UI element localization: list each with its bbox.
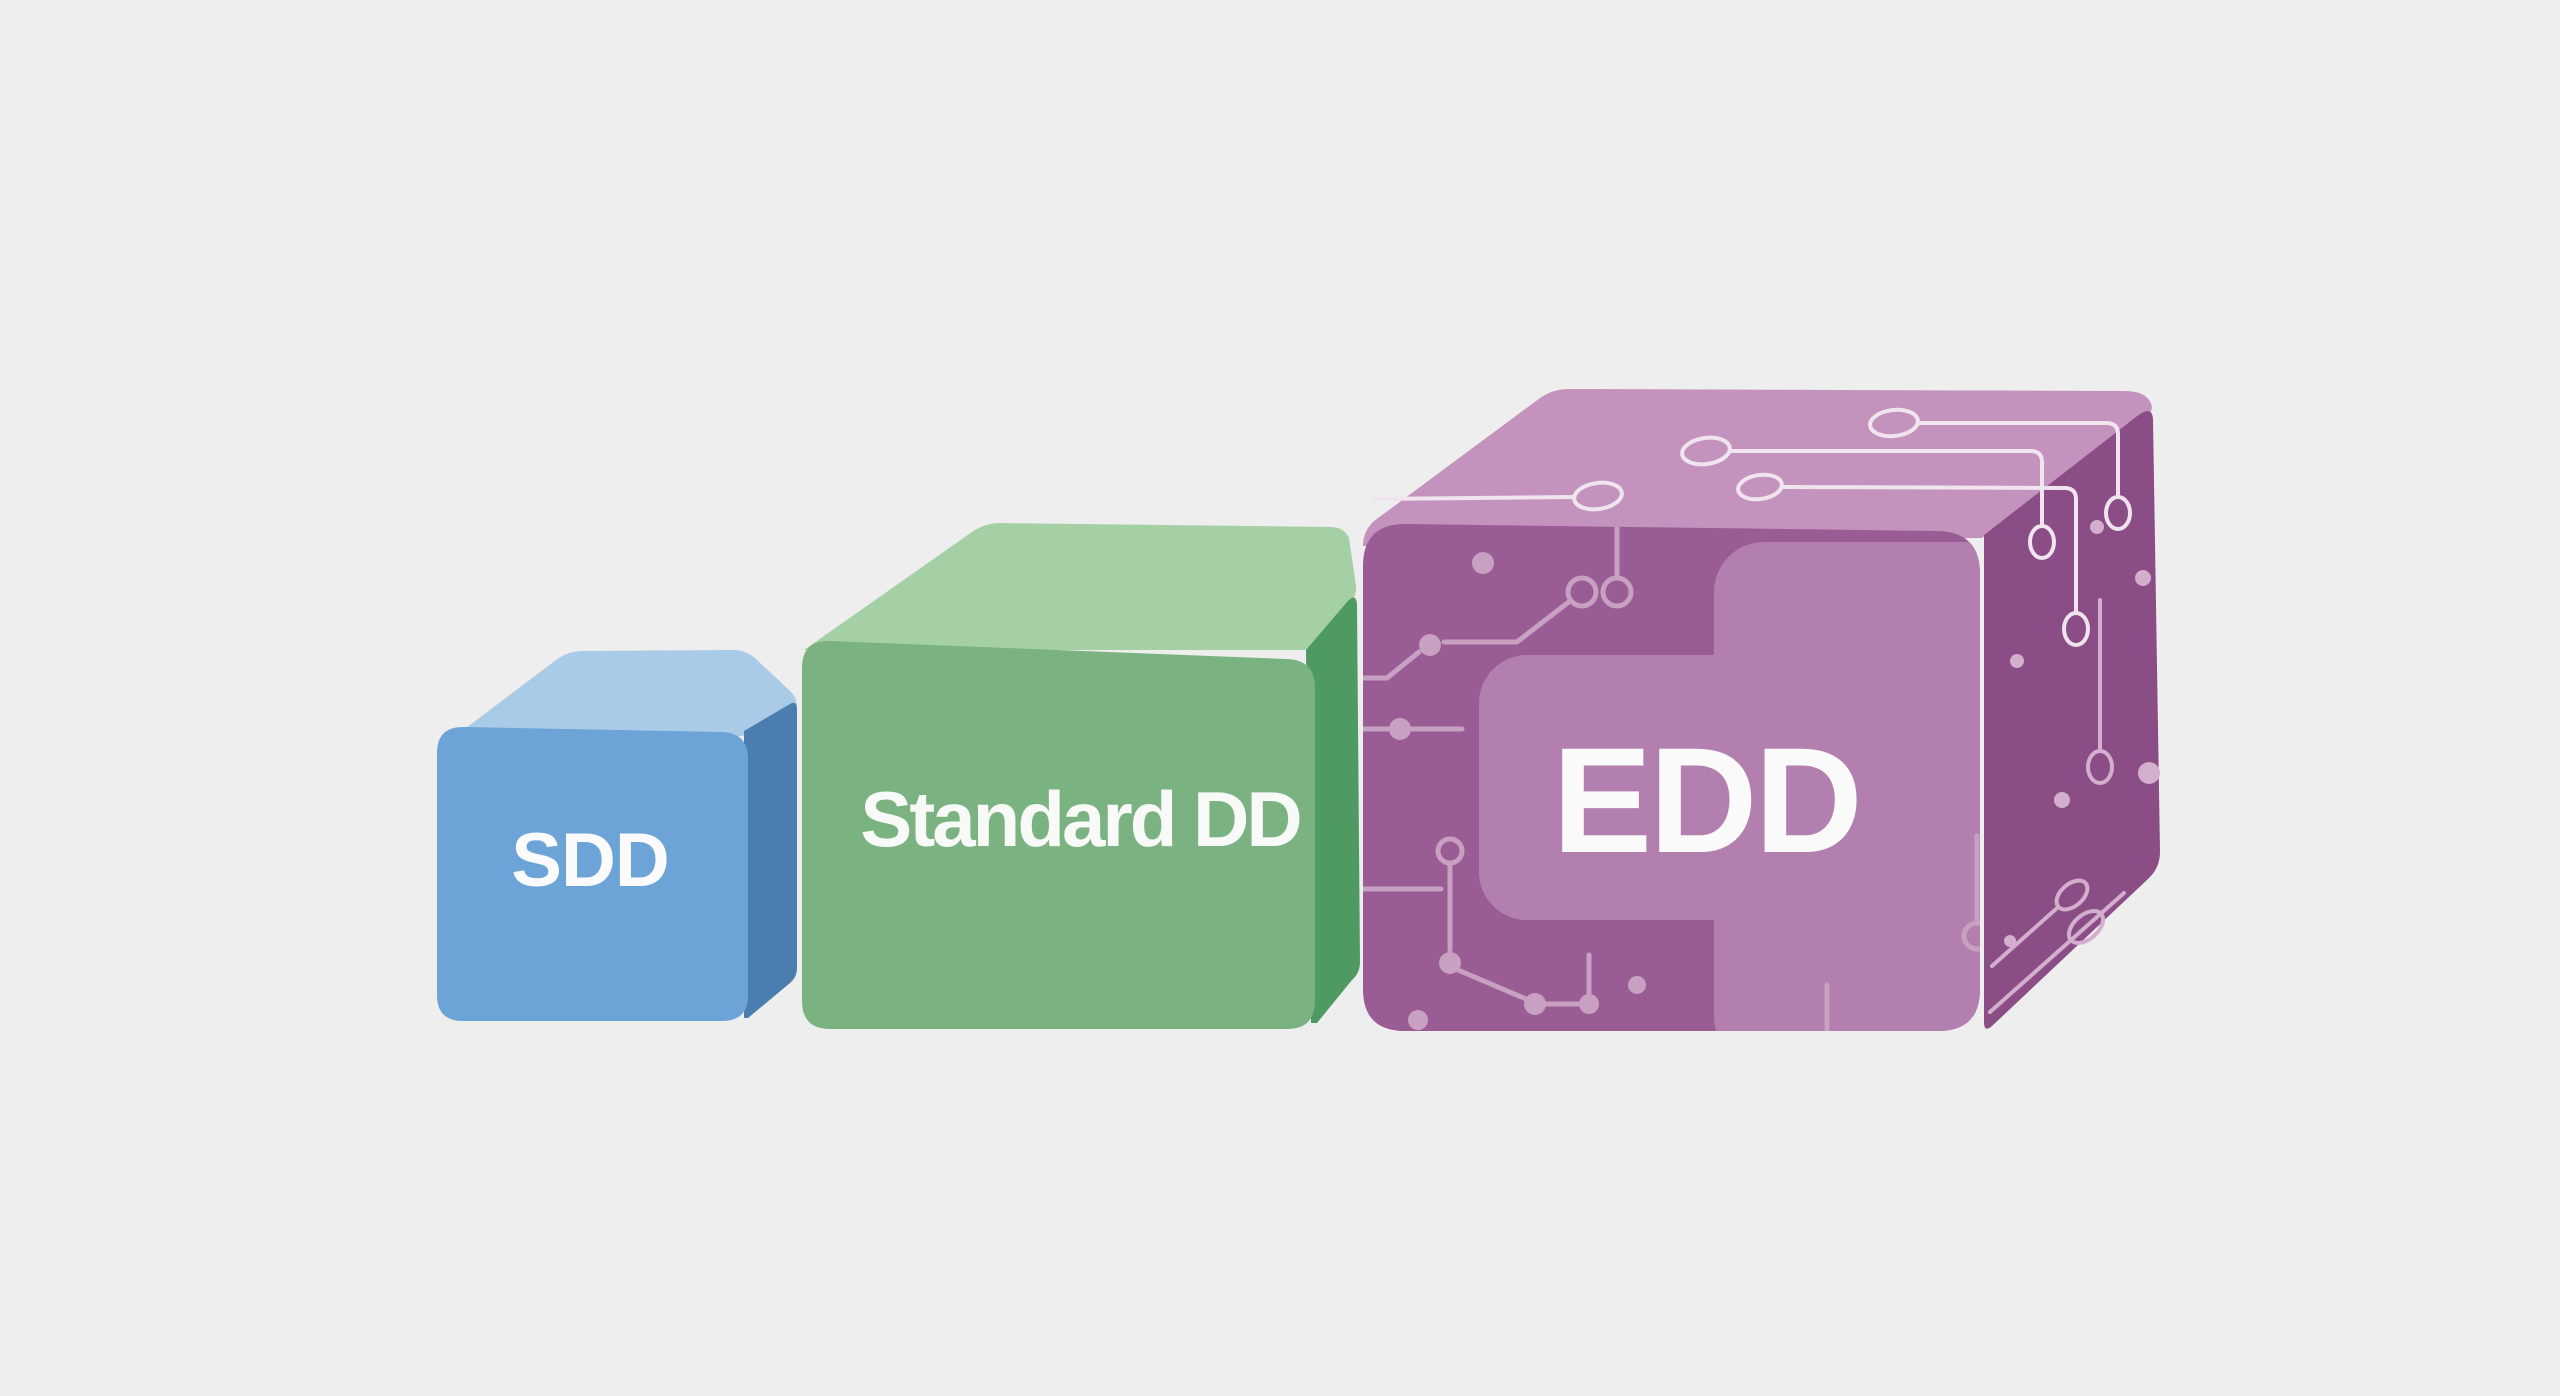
cube-sdd-label: SDD xyxy=(511,818,668,903)
cube-edd-top-face xyxy=(1363,389,2152,546)
cube-edd: EDD xyxy=(1363,389,2160,1031)
cube-standard-dd-top-face xyxy=(804,523,1357,650)
cube-sdd-side-face xyxy=(744,702,797,1018)
cube-edd-panel-group xyxy=(1479,542,1980,1031)
cube-standard-dd-front-face xyxy=(802,640,1315,1029)
circuit-panel-band xyxy=(1479,655,1795,920)
circuit-traces-side-icon xyxy=(1988,598,2126,1014)
cube-standard-dd-label: Standard DD xyxy=(860,775,1300,863)
cube-sdd: SDD xyxy=(437,650,797,1021)
cube-edd-side-face xyxy=(1984,410,2160,1029)
circuit-panel-main xyxy=(1714,542,1980,1031)
cube-sdd-front-face xyxy=(437,727,748,1021)
circuit-dots-front-icon xyxy=(1389,552,1646,1030)
circuit-dots-side-icon xyxy=(2004,520,2160,947)
cube-sdd-top-face xyxy=(438,650,797,749)
cube-edd-label: EDD xyxy=(1552,716,1860,884)
circuit-traces-top-icon xyxy=(1372,407,2132,647)
cube-standard-dd: Standard DD xyxy=(802,523,1360,1029)
cube-standard-dd-side-face xyxy=(1306,597,1360,1023)
circuit-traces-front-icon xyxy=(1363,524,1980,1031)
